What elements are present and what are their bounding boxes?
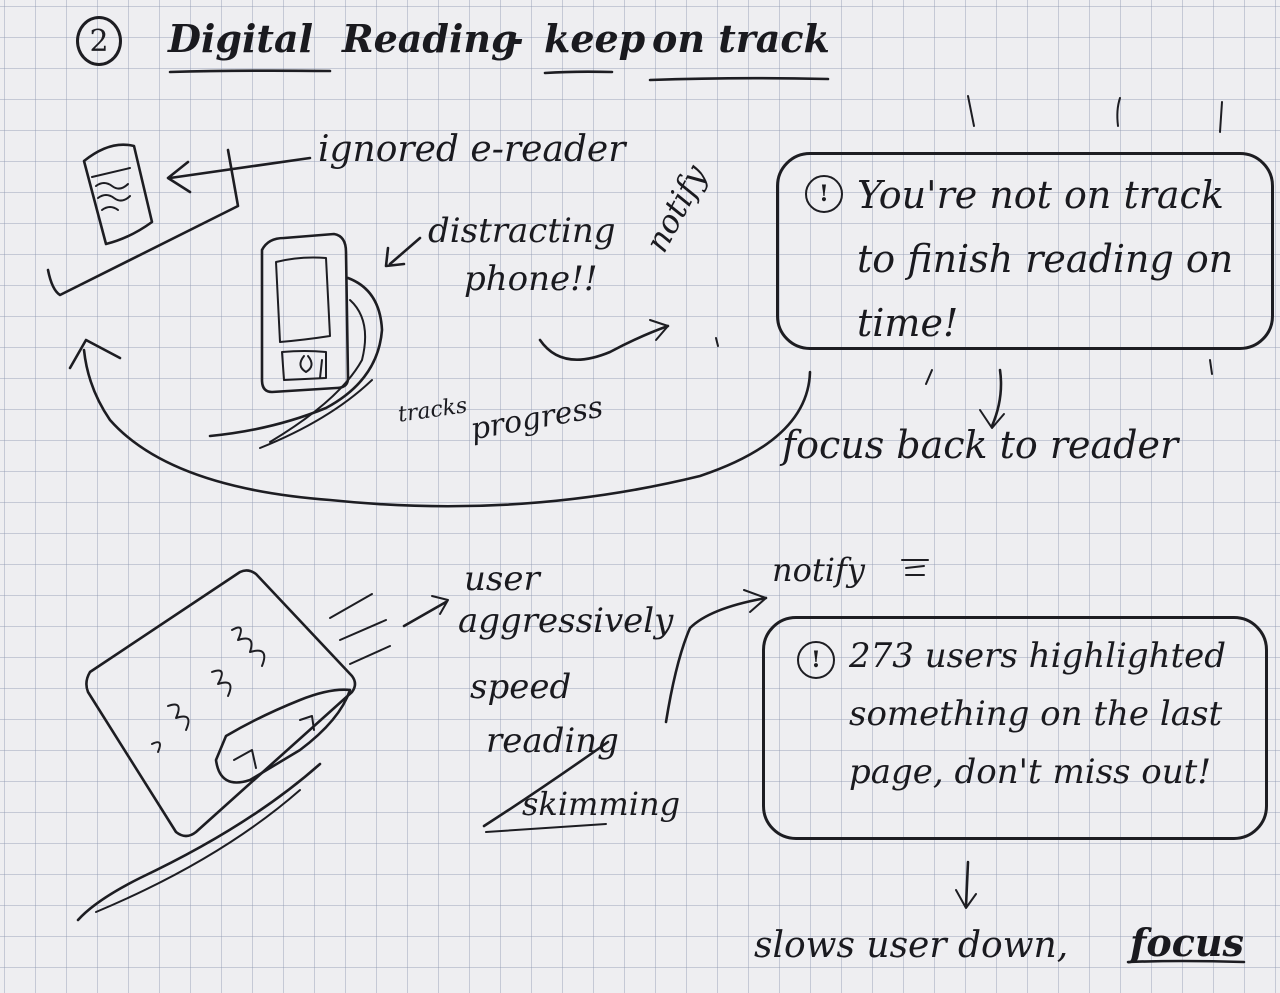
- outcome-focus-label: focus: [1130, 920, 1244, 965]
- ereader-label: ignored e-reader: [318, 129, 626, 170]
- desk-line: [46, 148, 240, 297]
- notification-text-2: 273 users highlighted something on the l…: [849, 636, 1227, 792]
- outcome-arrow-1: [990, 368, 1003, 428]
- phone-label-arrow: [388, 236, 422, 266]
- ereader-label-arrow: [168, 156, 312, 180]
- notification-card-1: ! You're not on track to finish reading …: [776, 152, 1274, 350]
- user-label-arrow: [402, 600, 448, 628]
- alert-icon: !: [805, 175, 843, 213]
- phone-icon: [208, 232, 384, 449]
- notify-label-2: notify: [772, 551, 865, 589]
- notification-text-1: You're not on track to finish reading on…: [857, 173, 1234, 345]
- outcome-arrow-2: [964, 860, 970, 908]
- user-label-line1: user: [464, 559, 540, 599]
- outcome-label-1: focus back to reader: [782, 423, 1179, 467]
- outcome-label-2: slows user down,: [754, 925, 1069, 966]
- notify-arrow-1: [538, 324, 670, 361]
- outcome-focus-underline: [1126, 959, 1246, 964]
- skimming-strikeline: [482, 740, 610, 828]
- title-digital: Digital: [168, 16, 314, 61]
- notify-arrow-2: [664, 596, 768, 724]
- step-number-badge: 2: [76, 16, 122, 66]
- title-keep: keep: [544, 16, 646, 61]
- tablet-icon: [76, 569, 391, 922]
- phone-label-line1: distracting: [428, 211, 616, 251]
- user-label-line2: aggressively: [458, 601, 674, 641]
- phone-label-line2: phone!!: [464, 259, 598, 299]
- user-label-line5: skimming: [522, 785, 681, 823]
- title-on-track: on track: [652, 16, 830, 61]
- user-label-line3: speed: [470, 667, 572, 707]
- title-dash: -: [508, 16, 524, 61]
- user-label-line4: reading: [486, 721, 619, 761]
- return-to-reader-loop: [82, 348, 812, 508]
- title-underline-on-track: [648, 76, 830, 82]
- title-underline-digital: [168, 69, 332, 74]
- alert-icon: !: [797, 641, 835, 679]
- ereader-icon: [82, 143, 154, 246]
- title-reading: Reading: [342, 16, 518, 61]
- title-underline-keep: [543, 70, 614, 75]
- notification-card-2: ! 273 users highlighted something on the…: [762, 616, 1268, 840]
